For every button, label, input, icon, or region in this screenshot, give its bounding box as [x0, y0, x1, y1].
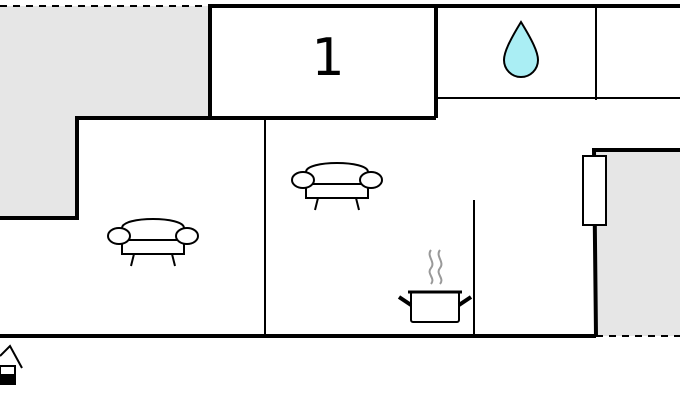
outdoor-area-right: [594, 150, 680, 336]
room-number-label: 1: [311, 28, 344, 88]
radiator-icon: [582, 155, 607, 226]
house-entrance-icon: [0, 344, 23, 385]
outdoor-area-left: [0, 6, 210, 218]
outer-wall: [0, 4, 680, 220]
sofa-icon: [107, 218, 199, 267]
cooking-pot-icon: [397, 249, 473, 323]
sofa-icon: [291, 162, 383, 211]
right-wall: [591, 148, 680, 337]
water-drop-icon: [502, 20, 540, 78]
